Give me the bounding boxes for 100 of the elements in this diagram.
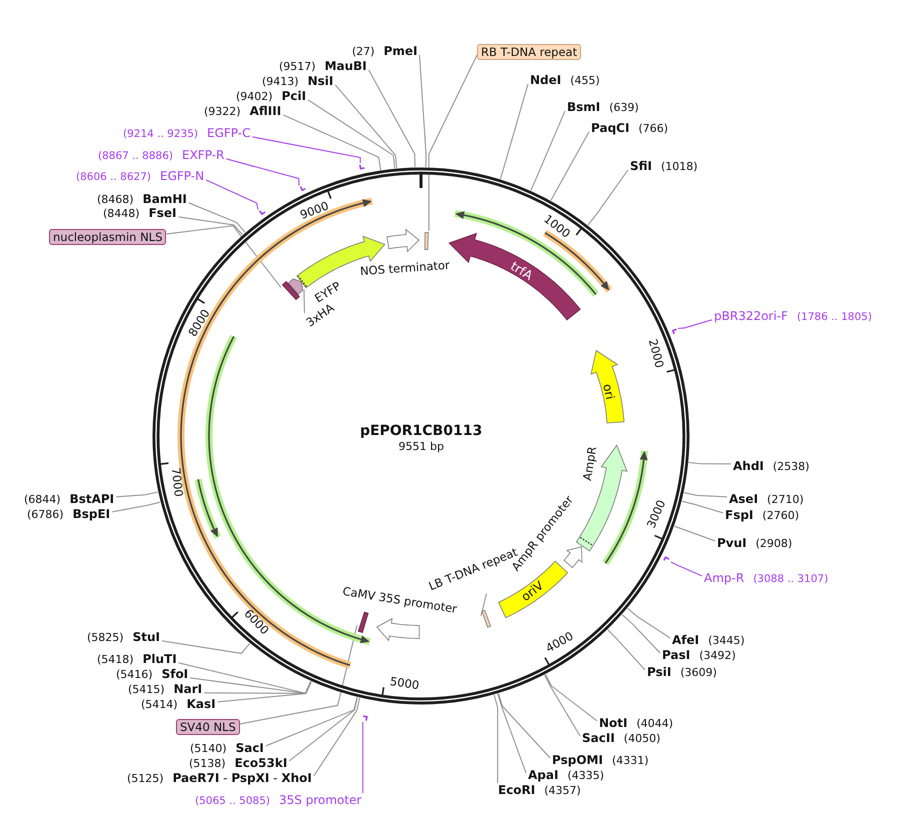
feature-tag: SV40 NLS — [176, 719, 240, 735]
primer-position: (1786 .. 1805) — [796, 311, 872, 324]
leader-line — [204, 681, 312, 694]
cut-site-position: (5140) — [190, 743, 227, 756]
leader-line — [545, 674, 598, 722]
leader-line — [226, 158, 300, 186]
bp-tick-label: 7000 — [169, 467, 184, 498]
leader-line — [494, 694, 498, 784]
enzyme-name: BamHI — [142, 193, 187, 207]
feature-label: trfA — [507, 259, 535, 284]
plasmid-name: pEPOR1CB0113 — [360, 423, 482, 440]
leader-line — [498, 693, 550, 758]
cut-site-position: (8468) — [97, 194, 134, 207]
enzyme-name: PluTI — [142, 653, 177, 667]
enzyme-name: NarI — [174, 683, 202, 697]
leader-line — [681, 500, 724, 514]
enzyme-name: PvuI — [717, 537, 747, 551]
enzyme-name: PmeI — [384, 45, 418, 59]
primer-name: 35S promoter — [279, 794, 362, 808]
leader-line — [304, 289, 305, 314]
leader-line — [428, 54, 478, 232]
enzyme-name: StuI — [132, 631, 160, 645]
enzyme-name: SfoI — [162, 668, 188, 682]
cut-site-position: (6786) — [27, 509, 64, 522]
cut-site-position: (4044) — [636, 718, 674, 731]
leader-line — [217, 681, 312, 702]
enzyme-name: PspOMI — [552, 754, 603, 768]
feature-label: NOS terminator — [360, 258, 450, 278]
leader-line — [670, 562, 702, 576]
leader-line — [308, 99, 396, 169]
enzyme-name: NdeI — [530, 74, 562, 88]
leader-line — [544, 674, 580, 736]
leader-line — [178, 662, 312, 694]
feature-tag: RB T-DNA repeat — [477, 44, 582, 60]
leader-line — [178, 216, 243, 236]
leader-line — [206, 179, 258, 210]
feature-tag: nucleoplasmin NLS — [49, 229, 166, 245]
cut-site-position: (4357) — [544, 785, 581, 798]
leader-line — [622, 614, 660, 654]
leader-line — [288, 696, 358, 762]
leader-line — [587, 169, 628, 226]
cut-site-position: (4335) — [567, 770, 604, 783]
leader-line — [678, 319, 712, 329]
leader-line — [161, 640, 250, 654]
enzyme-name: SacII — [582, 732, 615, 746]
cut-site-position: (2760) — [762, 510, 799, 523]
leader-line — [334, 84, 398, 169]
cut-site-position: (766) — [638, 123, 668, 136]
leader-line — [674, 526, 716, 542]
enzyme-name: KasI — [186, 698, 216, 712]
bp-tick-label: 3000 — [646, 498, 668, 530]
leader-line — [530, 110, 566, 191]
leader-line — [419, 54, 427, 168]
bp-tick-label: 5000 — [389, 676, 420, 692]
primer-name: EXFP-R — [182, 149, 224, 163]
enzyme-name: SfiI — [630, 160, 652, 174]
leader-line — [497, 693, 526, 774]
cut-site-position: (9322) — [204, 106, 241, 119]
leader-line — [688, 462, 732, 464]
cut-site-position: (9402) — [236, 91, 273, 104]
enzyme-name: NsiI — [308, 75, 334, 89]
cut-site-position: (27) — [352, 46, 375, 59]
enzyme-name: EcoRI — [498, 784, 536, 798]
cut-site-position: (2908) — [756, 538, 792, 551]
leader-line — [368, 69, 416, 168]
feature-label: ori — [599, 382, 616, 401]
enzyme-name: AflIII — [250, 105, 282, 119]
cut-site-position: (3445) — [708, 635, 745, 648]
leader-line — [190, 677, 312, 694]
primer-position: (8606 .. 8627) — [76, 171, 151, 184]
enzyme-name: BstAPI — [70, 493, 114, 507]
enzyme-name: PsiI — [647, 666, 672, 680]
enzyme-name: PaeR7I - PspXI - XhoI — [172, 772, 312, 786]
enzyme-name: PciI — [282, 90, 306, 104]
enzyme-name: AhdI — [733, 460, 764, 474]
cut-site-position: (2710) — [767, 494, 804, 507]
primer-name: EGFP-C — [207, 127, 250, 141]
cut-site-position: (2538) — [772, 461, 810, 474]
leader-line — [282, 114, 382, 171]
plasmid-size: 9551 bp — [398, 440, 444, 454]
bp-tick-label: 4000 — [544, 630, 576, 654]
cut-site-position: (639) — [609, 102, 639, 115]
primer-name: pBR322ori-F — [714, 310, 788, 324]
leader-line — [550, 131, 590, 201]
cut-site-position: (9413) — [262, 76, 299, 89]
cut-site-position: (9517) — [279, 61, 316, 74]
leader-line — [607, 629, 646, 670]
cut-site-position: (5416) — [116, 669, 153, 682]
bp-tick-label: 9000 — [298, 200, 330, 222]
enzyme-name: NotI — [599, 717, 628, 731]
cut-site-position: (4331) — [612, 755, 649, 768]
primer-position: (9214 .. 9235) — [123, 128, 198, 140]
cut-site-position: (455) — [570, 75, 600, 88]
leader-line — [166, 225, 282, 288]
leader-line — [265, 696, 358, 746]
enzyme-name: SacI — [236, 742, 264, 756]
cut-site-position: (1018) — [661, 161, 698, 174]
enzyme-name: AfeI — [672, 634, 700, 648]
feature-label: AmpR — [580, 445, 600, 482]
enzyme-name: AseI — [729, 493, 758, 507]
